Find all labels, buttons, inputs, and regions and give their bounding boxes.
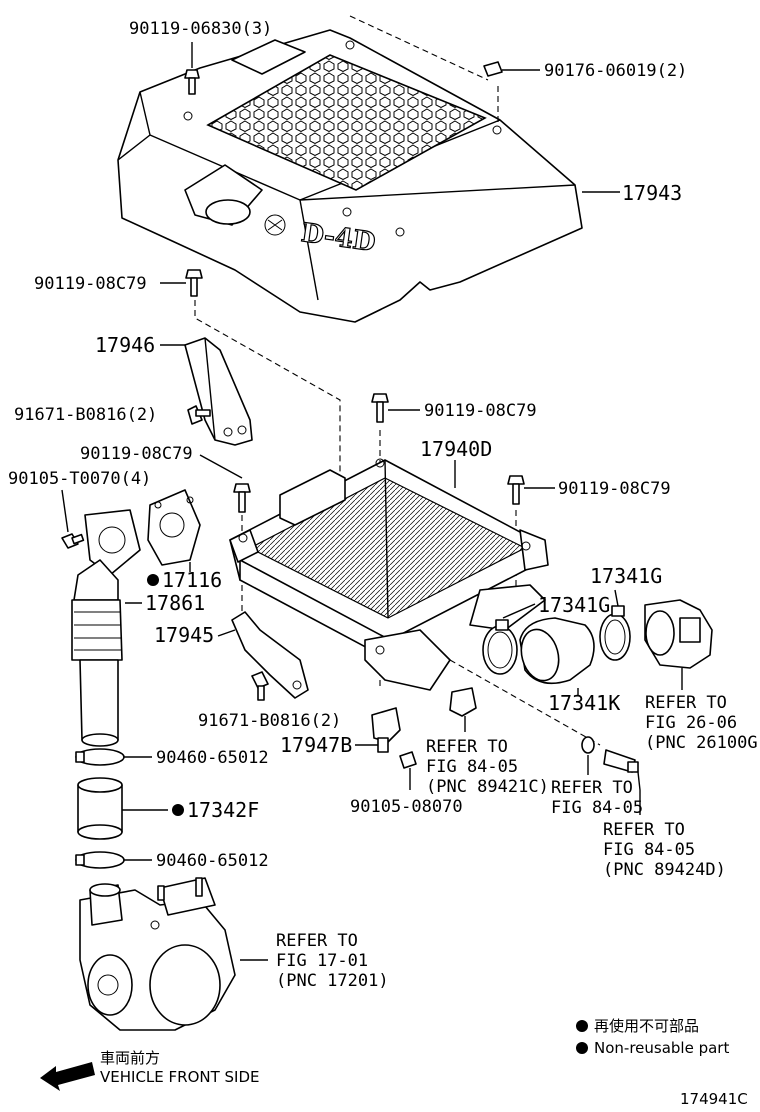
bracket-17946 bbox=[184, 337, 253, 446]
clamp-90460-65012-b bbox=[75, 851, 125, 869]
callout-17116: 17116 bbox=[162, 568, 222, 592]
arrow-left-icon bbox=[40, 1062, 95, 1091]
callout-17947b: 17947B bbox=[280, 733, 352, 757]
hose-17342f bbox=[77, 777, 123, 840]
callout-91671-b0816-b: 91671-B0816(2) bbox=[198, 711, 341, 731]
sensor-89424d bbox=[603, 749, 639, 773]
engine-cover-17943: D-4D bbox=[117, 29, 583, 323]
callout-17943: 17943 bbox=[622, 181, 682, 205]
callout-90105-08070: 90105-08070 bbox=[350, 797, 463, 817]
callout-90119-08c79-c: 90119-08C79 bbox=[558, 479, 671, 499]
washer-84-05 bbox=[581, 736, 595, 754]
ref-line: (PNC 89424D) bbox=[603, 860, 726, 880]
ref-line: (PNC 26100G) bbox=[645, 733, 760, 753]
screw-90105-t0070 bbox=[61, 533, 85, 549]
ref-fig-84-05-89424d[interactable]: REFER TO FIG 84-05 (PNC 89424D) bbox=[603, 820, 726, 880]
callout-17341k: 17341K bbox=[548, 691, 620, 715]
bolt-90119-08c79-d bbox=[233, 483, 251, 513]
ref-fig-26-06[interactable]: REFER TO FIG 26-06 (PNC 26100G) bbox=[645, 693, 760, 753]
sensor-89421c bbox=[449, 687, 477, 717]
clamp-17341g-a bbox=[599, 605, 631, 661]
nut-90176-06019 bbox=[483, 61, 503, 77]
sensor-17947b bbox=[371, 707, 401, 753]
throttle-body bbox=[644, 599, 713, 669]
ref-fig-84-05-89421c[interactable]: REFER TO FIG 84-05 (PNC 89421C) bbox=[426, 737, 549, 797]
callout-17940d: 17940D bbox=[420, 437, 492, 461]
intercooler-17940d bbox=[229, 458, 549, 691]
bolt-90119-08c79-c bbox=[507, 475, 525, 505]
callout-17342f: 17342F bbox=[187, 798, 259, 822]
screw-90105-08070 bbox=[399, 751, 417, 769]
non-reusable-dot-17116 bbox=[147, 574, 159, 586]
legend-dot bbox=[576, 1042, 588, 1054]
callout-90460-65012-a: 90460-65012 bbox=[156, 748, 269, 768]
legend-text-en: Non-reusable part bbox=[594, 1039, 729, 1057]
bolt-90119-08c79-a bbox=[185, 269, 203, 297]
callout-17341g-a: 17341G bbox=[590, 564, 662, 588]
callout-17945: 17945 bbox=[154, 623, 214, 647]
callout-90119-08c79-b: 90119-08C79 bbox=[424, 401, 537, 421]
clamp-90460-65012-a bbox=[75, 748, 125, 766]
turbocharger bbox=[79, 877, 236, 1031]
ref-line: FIG 17-01 bbox=[276, 951, 368, 971]
hose-17341k bbox=[519, 617, 595, 685]
callout-17946: 17946 bbox=[95, 333, 155, 357]
callout-90119-08c79-d: 90119-08C79 bbox=[80, 444, 193, 464]
clamp-17341g-b bbox=[482, 619, 518, 675]
bolt-90119-06830 bbox=[184, 69, 200, 95]
ref-line: FIG 84-05 bbox=[551, 798, 643, 818]
ref-line: FIG 84-05 bbox=[603, 840, 695, 860]
bolt-90119-08c79-b bbox=[371, 393, 389, 423]
hose-17861 bbox=[71, 509, 141, 747]
legend-text-jp: 再使用不可部品 bbox=[594, 1017, 699, 1035]
ref-line: REFER TO bbox=[603, 820, 685, 840]
callout-90460-65012-b: 90460-65012 bbox=[156, 851, 269, 871]
ref-line: FIG 26-06 bbox=[645, 713, 737, 733]
ref-line: (PNC 17201) bbox=[276, 971, 389, 991]
callout-17341g-b: 17341G bbox=[538, 593, 610, 617]
callout-90119-08c79-a: 90119-08C79 bbox=[34, 274, 147, 294]
ref-line: REFER TO bbox=[426, 737, 508, 757]
callout-91671-b0816-a: 91671-B0816(2) bbox=[14, 405, 157, 425]
bolt-91671-b0816-b bbox=[251, 671, 269, 701]
direction-text-en: VEHICLE FRONT SIDE bbox=[100, 1068, 260, 1086]
callout-17861: 17861 bbox=[145, 591, 205, 615]
gasket-17116 bbox=[147, 489, 201, 566]
callout-90119-06830: 90119-06830(3) bbox=[129, 19, 272, 39]
direction-text-jp: 車両前方 bbox=[100, 1049, 160, 1067]
figure-id: 174941C bbox=[680, 1090, 748, 1108]
ref-fig-84-05[interactable]: REFER TO FIG 84-05 bbox=[551, 778, 643, 818]
ref-line: FIG 84-05 bbox=[426, 757, 518, 777]
ref-fig-17-01[interactable]: REFER TO FIG 17-01 (PNC 17201) bbox=[276, 931, 389, 991]
legend: 再使用不可部品 Non-reusable part bbox=[576, 1017, 729, 1057]
legend-dot bbox=[576, 1020, 588, 1032]
ref-line: REFER TO bbox=[551, 778, 633, 798]
vehicle-front-indicator: 車両前方 VEHICLE FRONT SIDE bbox=[40, 1049, 260, 1091]
bolt-91671-b0816-a bbox=[187, 405, 211, 425]
bracket-17945 bbox=[231, 611, 309, 699]
callout-90176-06019: 90176-06019(2) bbox=[544, 61, 687, 81]
ref-line: REFER TO bbox=[276, 931, 358, 951]
callout-90105-t0070: 90105-T0070(4) bbox=[8, 469, 151, 489]
ref-line: (PNC 89421C) bbox=[426, 777, 549, 797]
non-reusable-dot-17342f bbox=[172, 804, 184, 816]
ref-line: REFER TO bbox=[645, 693, 727, 713]
